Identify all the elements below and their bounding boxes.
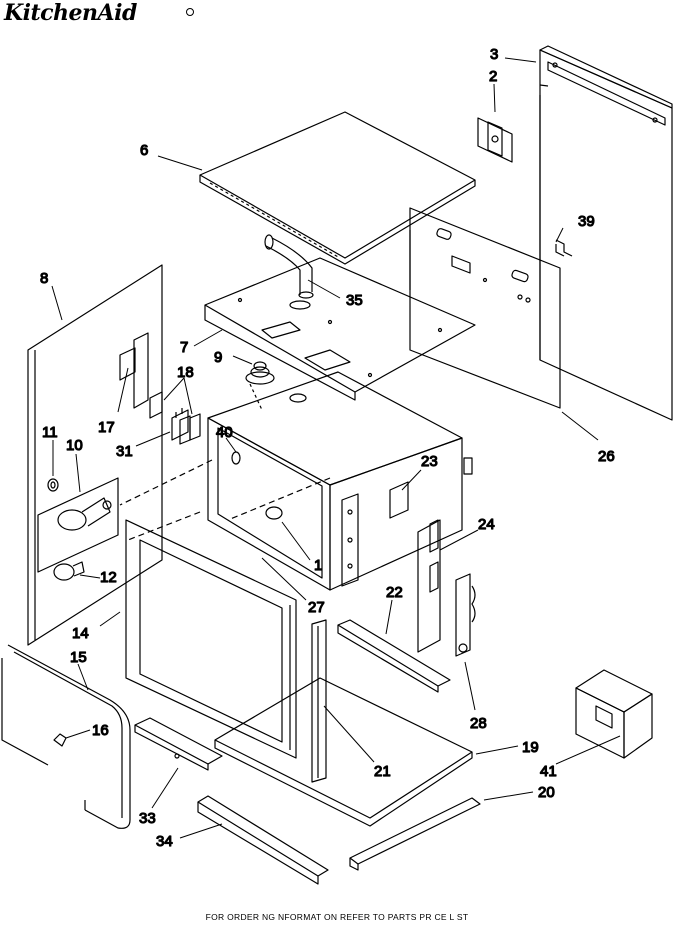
callout-27: 27 [308, 599, 325, 616]
part-35-duct [264, 234, 314, 310]
part-9-socket [245, 361, 275, 411]
part-2-bracket [477, 117, 513, 163]
part-19-bottom-panel [214, 677, 473, 827]
part-10-lamp-socket [37, 477, 119, 573]
part-15-gasket [1, 644, 131, 829]
callout-14: 14 [72, 625, 89, 642]
part-6-top-panel [199, 111, 476, 265]
part-3-side-panel [539, 45, 673, 421]
callout-26: 26 [598, 448, 615, 465]
callout-33: 33 [139, 810, 156, 827]
cavity-side-bracket [341, 493, 359, 587]
callout-41: 41 [540, 763, 557, 780]
callout-28: 28 [470, 715, 487, 732]
callout-19: 19 [522, 739, 539, 756]
part-7-inner-top [204, 257, 476, 401]
callout-7: 7 [180, 339, 188, 356]
oven-cavity [119, 371, 473, 591]
part-40-plug [231, 451, 241, 465]
callout-22: 22 [386, 584, 403, 601]
callout-9: 9 [214, 349, 222, 366]
callout-8: 8 [40, 270, 48, 287]
part-28-hinge [455, 573, 476, 657]
registered-mark-icon [186, 8, 194, 16]
part-11-nut [47, 478, 59, 492]
part-26-rear-panel [409, 207, 561, 409]
callout-12: 12 [100, 569, 117, 586]
part-39-clip [555, 239, 573, 257]
part-41-bracket [575, 669, 653, 759]
callout-35: 35 [346, 292, 363, 309]
part-33-vent [134, 717, 223, 771]
part-21-trim [311, 619, 327, 783]
callout-15: 15 [70, 649, 87, 666]
callout-39: 39 [578, 213, 595, 230]
callout-2: 2 [489, 68, 497, 85]
callout-18: 18 [177, 364, 194, 381]
callout-6: 6 [140, 142, 148, 159]
callout-11: 11 [42, 424, 58, 441]
callout-1: 1 [314, 557, 322, 574]
callout-10: 10 [66, 437, 83, 454]
part-22-rail [337, 619, 451, 693]
kitchenaid-logo: KitchenAid [4, 0, 137, 26]
callout-3: 3 [490, 46, 498, 63]
part-16-clip [53, 733, 67, 747]
callout-31: 31 [116, 443, 133, 460]
part-27-front-frame [125, 519, 297, 759]
part-23-bracket [389, 481, 409, 519]
part-24-hinge-receiver [417, 519, 441, 653]
part-20-rail [349, 797, 481, 871]
callout-24: 24 [478, 516, 495, 533]
part-1-plug [265, 506, 283, 520]
part-34-trim [197, 795, 329, 885]
callout-21: 21 [374, 763, 391, 780]
callout-23: 23 [421, 453, 438, 470]
callout-numbers: 3 2 6 39 8 35 7 9 18 17 40 11 10 31 23 2… [39, 45, 615, 850]
callout-34: 34 [156, 833, 173, 850]
callout-16: 16 [92, 722, 109, 739]
callout-20: 20 [538, 784, 555, 801]
part-31-switch [171, 408, 191, 445]
part-12-bulb [53, 561, 85, 581]
ordering-info-footer: FOR ORDER NG NFORMAT ON REFER TO PARTS P… [205, 912, 469, 922]
callout-17: 17 [98, 419, 115, 436]
leader-lines [51, 57, 621, 839]
callout-40: 40 [216, 424, 233, 441]
part-8-left-panel [27, 264, 163, 646]
